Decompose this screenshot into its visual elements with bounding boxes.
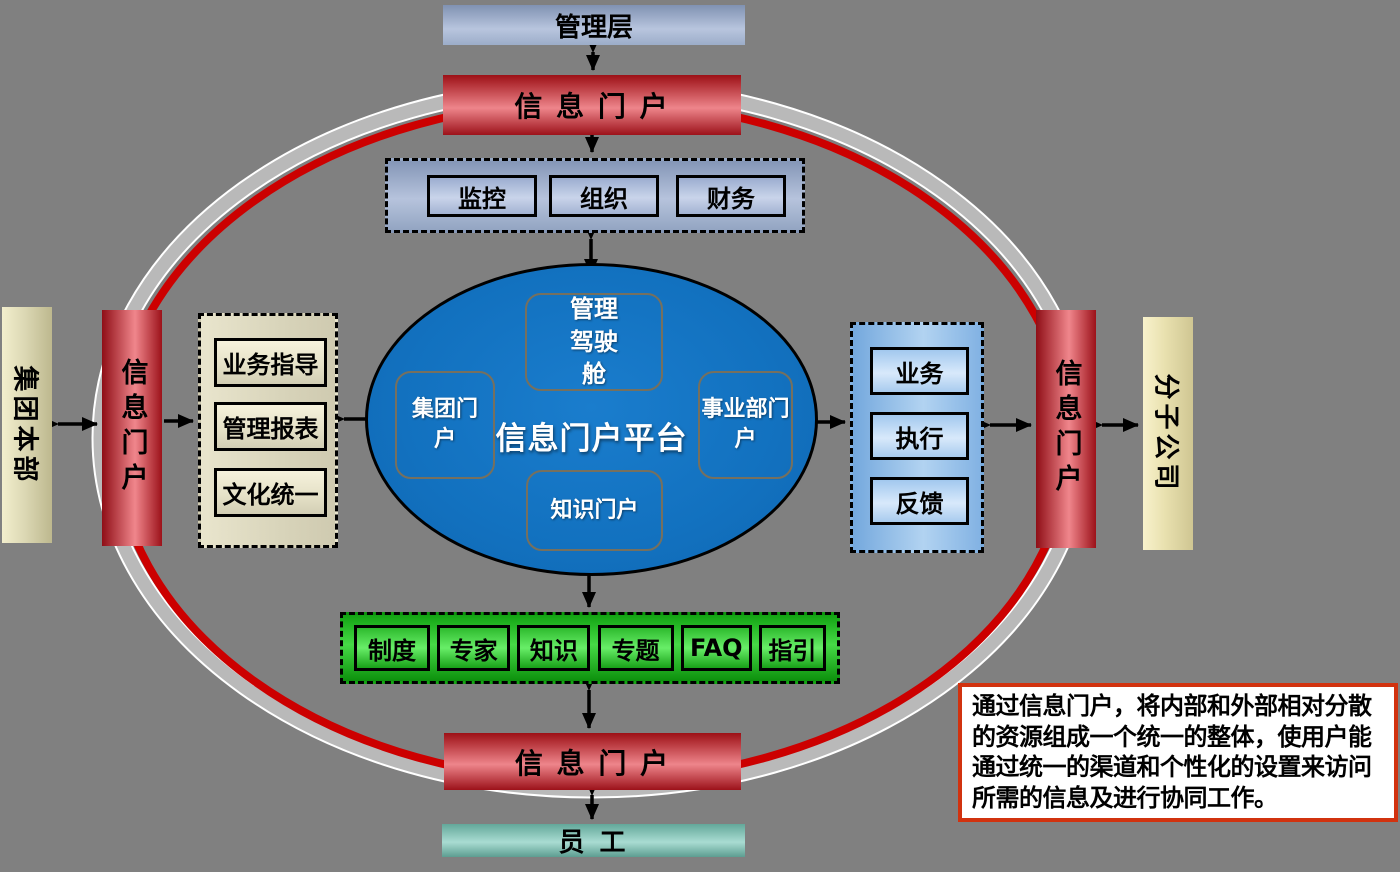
bu-portal-label: 事业部门户: [701, 397, 790, 452]
k-item-policy: 制度: [354, 625, 430, 671]
module-monitoring: 监控: [427, 175, 537, 217]
module-organization: 组织: [549, 175, 659, 217]
bu-portal-box: 事业部门户: [698, 371, 793, 479]
module-finance: 财务: [676, 175, 786, 217]
note-box: 通过信息门户，将内部和外部相对分散的资源组成一个统一的整体，使用户能通过统一的渠…: [958, 683, 1398, 822]
item-culture-unify: 文化统一: [214, 468, 327, 517]
cockpit-label: 管理驾驶舱: [570, 295, 618, 389]
k-item-guide: 指引: [758, 625, 826, 671]
portal-right-label: 信息门户: [1050, 359, 1082, 499]
k-item-guide-label: 指引: [768, 636, 817, 665]
hq-bar: 集团本部: [2, 307, 52, 543]
employee-bar: 员 工: [442, 824, 745, 858]
k-item-faq: FAQ: [680, 625, 752, 671]
k-item-faq-label: FAQ: [689, 634, 743, 662]
item-business-label: 业务: [895, 359, 944, 388]
item-management-report: 管理报表: [214, 402, 327, 451]
note-text: 通过信息门户，将内部和外部相对分散的资源组成一个统一的整体，使用户能通过统一的渠…: [972, 692, 1372, 813]
portal-bar-top: 信 息 门 户: [443, 75, 741, 135]
item-business-guidance: 业务指导: [214, 338, 327, 387]
item-execution: 执行: [870, 412, 969, 460]
platform-ellipse: 管理驾驶舱 集团门户 事业部门户 知识门户 信息门户平台: [365, 263, 818, 576]
subsidiary-bar: 分子公司: [1143, 317, 1193, 550]
item-culture-unify-label: 文化统一: [222, 481, 319, 509]
k-item-knowledge: 知识: [517, 625, 591, 671]
item-business: 业务: [870, 347, 969, 395]
knowledge-portal-label: 知识门户: [550, 497, 639, 523]
item-management-report-label: 管理报表: [222, 415, 319, 443]
knowledge-portal-box: 知识门户: [526, 470, 663, 551]
portal-left-label: 信息门户: [116, 358, 148, 498]
module-finance-label: 财务: [707, 184, 755, 213]
module-organization-label: 组织: [580, 184, 628, 213]
module-monitoring-label: 监控: [458, 184, 506, 213]
knowledge-strip: 制度 专家 知识 专题 FAQ 指引: [340, 612, 840, 684]
management-bar: 管理层: [443, 5, 745, 45]
k-item-expert: 专家: [437, 625, 511, 671]
management-label: 管理层: [554, 12, 633, 43]
group-portal-box: 集团门户: [395, 371, 495, 479]
guidance-container: 业务指导 管理报表 文化统一: [198, 313, 338, 548]
item-feedback-label: 反馈: [895, 489, 944, 518]
portal-bar-right: 信息门户: [1036, 310, 1096, 548]
item-business-guidance-label: 业务指导: [222, 351, 319, 379]
k-item-expert-label: 专家: [449, 636, 498, 665]
k-item-topic: 专题: [597, 625, 674, 671]
cockpit-box: 管理驾驶舱: [525, 293, 663, 391]
k-item-policy-label: 制度: [368, 636, 416, 665]
subsidiary-label: 分子公司: [1150, 373, 1181, 494]
modules-container: 监控 组织 财务: [385, 158, 805, 233]
portal-bar-left: 信息门户: [102, 310, 162, 546]
item-feedback: 反馈: [870, 477, 969, 525]
portal-top-label: 信 息 门 户: [514, 90, 670, 123]
employee-label: 员 工: [558, 828, 629, 858]
execution-container: 业务 执行 反馈: [850, 322, 984, 553]
platform-title: 信息门户平台: [495, 421, 688, 457]
group-portal-label: 集团门户: [411, 397, 478, 452]
hq-label: 集团本部: [9, 364, 40, 486]
k-item-knowledge-label: 知识: [529, 636, 578, 665]
portal-bottom-label: 信 息 门 户: [514, 746, 671, 780]
k-item-topic-label: 专题: [611, 636, 660, 665]
portal-bar-bottom: 信 息 门 户: [444, 733, 741, 790]
item-execution-label: 执行: [895, 424, 944, 453]
